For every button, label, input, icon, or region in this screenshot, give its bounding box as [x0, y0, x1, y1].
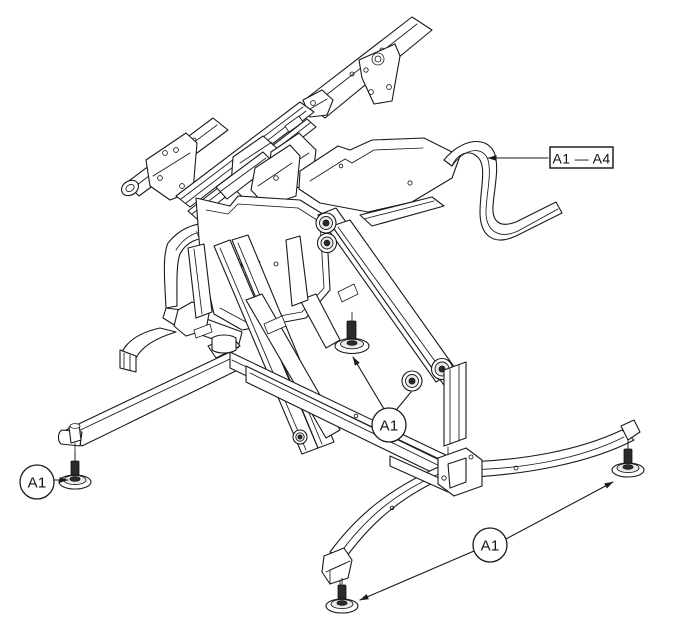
- balloon-center-circle: [371, 407, 407, 443]
- balloon-center[interactable]: A1: [371, 407, 407, 443]
- base-frame: [57, 351, 641, 601]
- bushing-upper: [315, 212, 337, 234]
- leveling-glide-right: [611, 439, 645, 478]
- bushing-upper2: [316, 232, 338, 254]
- balloon-front-label: A1: [481, 538, 500, 555]
- leveling-glide-center: [334, 311, 370, 355]
- callout-box-rect: [549, 146, 614, 169]
- pivot-bushings: [292, 212, 454, 445]
- right-arm-rail: [443, 140, 563, 241]
- balloon-front[interactable]: A1: [472, 527, 508, 563]
- bushing-left: [292, 429, 308, 445]
- balloon-center-label: A1: [380, 418, 399, 435]
- balloon-front-circle: [472, 527, 508, 563]
- leveling-glide-left: [58, 450, 92, 490]
- balloon-left-circle: [19, 464, 55, 500]
- balloon-center-leader-a: [352, 356, 385, 410]
- right-mount-plate: [443, 361, 467, 463]
- callout-box-label: A1 — A4: [552, 151, 610, 167]
- balloon-center-leader-b: [396, 391, 412, 410]
- frame-legs: [119, 235, 359, 373]
- balloon-front-leader-a: [505, 481, 614, 540]
- bushing-lower-a: [401, 370, 423, 392]
- right-inner-rail: [359, 196, 445, 227]
- balloon-front-leader-b: [359, 550, 475, 601]
- upper-linkage-assembly: [120, 16, 461, 220]
- leveling-glide-front: [325, 577, 359, 614]
- balloon-left-label: A1: [28, 475, 47, 492]
- balloon-left[interactable]: A1: [19, 464, 55, 500]
- callout-box[interactable]: A1 — A4: [549, 146, 614, 169]
